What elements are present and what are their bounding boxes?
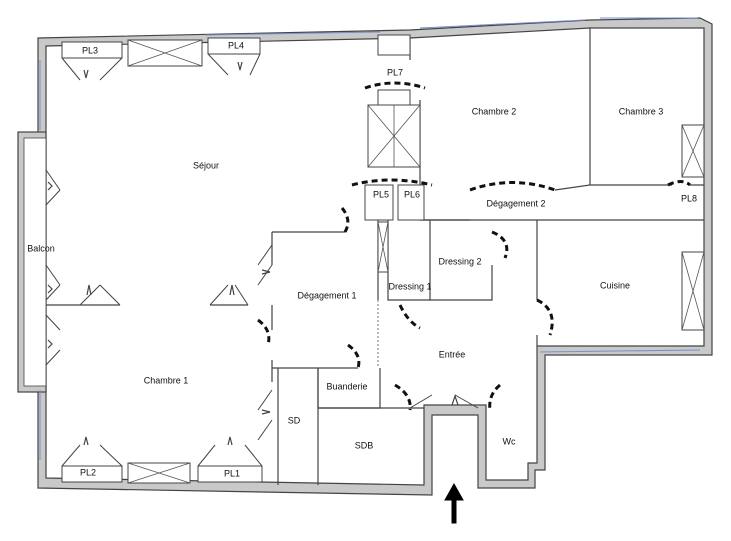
door-arc-wc — [488, 383, 501, 411]
door-arcs — [257, 81, 691, 411]
placard-labels: PL1 PL2 PL3 PL4 PL5 PL6 PL7 PL8 — [80, 40, 697, 478]
closet-dressing1-cross — [377, 221, 389, 273]
pl2-box — [61, 465, 123, 483]
closet-pl7-top — [377, 34, 411, 56]
label-pl5: PL5 — [373, 189, 389, 199]
wall-buanderie — [317, 368, 381, 409]
door-arc-pl7 — [364, 81, 426, 90]
entry-arrow-head — [444, 482, 464, 501]
entry-arrow — [444, 482, 464, 524]
balcon-floor — [23, 137, 47, 387]
label-balcon: Balcon — [27, 243, 55, 253]
label-entree: Entrée — [439, 349, 466, 359]
door-arc-degagement1-top — [340, 207, 350, 233]
pl6-box — [397, 184, 425, 221]
closet-center-cross — [367, 104, 421, 168]
wall-dressing2 — [429, 220, 493, 301]
pl4-box — [207, 37, 261, 55]
door-arc-dressing1 — [398, 304, 421, 330]
doors-degagement1-side — [257, 244, 273, 441]
closets — [127, 34, 705, 484]
doors-entree — [409, 394, 479, 409]
label-chambre2: Chambre 2 — [472, 106, 517, 116]
door-arc-degagement2 — [469, 181, 556, 192]
pl3-box — [61, 41, 123, 59]
window-top — [204, 17, 698, 36]
outer-walls — [37, 17, 713, 496]
wall-chambre2-left — [419, 100, 470, 221]
interior-walls — [46, 28, 704, 485]
wall-chambre2-right — [554, 28, 591, 191]
placard-boxes — [61, 37, 425, 483]
doors-pl3-pl4 — [61, 53, 261, 81]
label-sejour: Séjour — [193, 160, 219, 170]
door-arc-sdb — [394, 383, 412, 411]
door-handles — [47, 61, 459, 446]
label-pl2: PL2 — [80, 467, 96, 477]
label-cuisine: Cuisine — [600, 280, 630, 290]
door-arc-cuisine — [536, 298, 554, 336]
label-dressing2: Dressing 2 — [438, 256, 481, 266]
doors-sejour-chambre1 — [79, 284, 249, 306]
closet-bottom-cross — [127, 462, 191, 484]
window-cuisine — [539, 349, 701, 353]
label-buanderie: Buanderie — [326, 381, 367, 391]
pl1-box — [197, 465, 263, 483]
label-pl6: PL6 — [404, 189, 420, 199]
handle-marks — [47, 61, 459, 446]
closet-top-cross — [127, 39, 203, 67]
balcon-area — [17, 131, 47, 393]
door-arc-dressing2 — [491, 230, 509, 259]
room-labels: Séjour Chambre 1 Chambre 2 Chambre 3 Bal… — [27, 106, 663, 450]
label-pl3: PL3 — [82, 45, 98, 55]
entry-arrow-shaft — [451, 496, 457, 524]
label-pl4: PL4 — [228, 40, 244, 50]
label-degagement1: Dégagement 1 — [297, 290, 356, 300]
doors-pl1-pl2 — [61, 444, 263, 467]
closet-cuisine-cross — [681, 251, 705, 331]
door-arc-pl5-pl6 — [351, 178, 433, 187]
doors-balcon — [45, 169, 61, 366]
label-sdb: SDB — [355, 440, 374, 450]
door-arc-degagement1-left — [257, 318, 271, 346]
closet-chambre3-cross — [681, 124, 705, 178]
label-degagement2: Dégagement 2 — [486, 198, 545, 208]
label-chambre3: Chambre 3 — [619, 106, 664, 116]
label-pl8: PL8 — [681, 193, 697, 203]
label-wc: Wc — [503, 436, 516, 446]
closet-pl7-bottom — [377, 89, 411, 106]
label-pl1: PL1 — [224, 468, 240, 478]
label-chambre1: Chambre 1 — [144, 375, 189, 385]
pl5-box — [364, 184, 394, 221]
door-leaves — [45, 53, 479, 467]
label-dressing1: Dressing 1 — [388, 281, 431, 291]
door-arc-buanderie — [347, 343, 361, 369]
door-arc-chambre3 — [667, 180, 691, 187]
outer-wall — [37, 17, 713, 496]
label-sd: SD — [288, 415, 301, 425]
label-pl7: PL7 — [387, 67, 403, 77]
windows — [39, 17, 701, 460]
